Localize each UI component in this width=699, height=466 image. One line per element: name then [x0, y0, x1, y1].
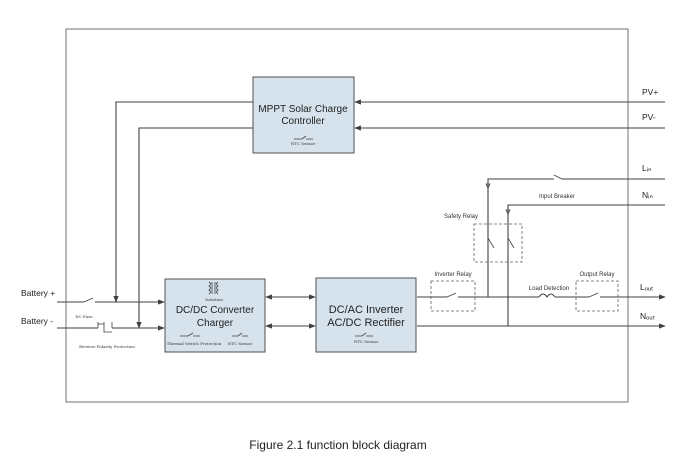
- pv-minus-label: PV-: [642, 112, 656, 122]
- dcdc-ntc-label: NTC Sensor: [228, 341, 253, 346]
- inverter-relay-label: Inverter Relay: [434, 272, 471, 278]
- mppt-label-line1: MPPT Solar Charge: [258, 104, 348, 115]
- input-breaker-arrow-n: [505, 209, 511, 215]
- inverter-relay-box: [430, 280, 476, 312]
- dc-fuse-switch: [83, 297, 94, 303]
- mppt-out-plus-line: [113, 101, 253, 303]
- output-relay-label: Output Relay: [579, 272, 614, 278]
- output-relay-switch: [588, 292, 599, 298]
- battery-plus-label: Battery +: [21, 288, 55, 298]
- dc-fuse-label: DC Fuse: [75, 314, 93, 319]
- n-in-line: [507, 204, 665, 326]
- figure-caption: Figure 2.1 function block diagram: [249, 438, 426, 452]
- isolation-label: Isolation: [205, 297, 223, 302]
- mppt-label-line2: Controller: [281, 116, 325, 127]
- safety-relay-label: Safety Relay: [444, 214, 478, 220]
- load-detection-coil: [538, 293, 556, 298]
- dcdc-label-line2: Charger: [197, 318, 234, 329]
- mppt-controller-block: [252, 76, 355, 154]
- reverse-polarity-switch: [97, 322, 113, 333]
- pv-plus-label: PV+: [642, 87, 658, 97]
- output-relay-box: [575, 280, 619, 312]
- inverter-relay-switch: [446, 292, 457, 298]
- input-breaker-arrow-l: [485, 183, 491, 189]
- mppt-ntc-label: NTC Sensor: [291, 141, 316, 146]
- enclosure-frame: [65, 28, 629, 403]
- battery-minus-label: Battery -: [21, 316, 53, 326]
- inverter-label-line1: DC/AC Inverter: [329, 304, 404, 316]
- dcdc-label-line1: DC/DC Converter: [176, 305, 255, 316]
- l-out-label: Lₒᵤₜ: [640, 282, 654, 292]
- inverter-label-line2: AC/DC Rectifier: [327, 317, 405, 329]
- safety-relay-switch-n: [507, 237, 515, 249]
- l-in-line-b: [487, 178, 554, 297]
- isolation-transformer-icon: [208, 281, 219, 295]
- safety-relay-box: [473, 223, 523, 263]
- dcdc-ntc-symbol: [232, 332, 248, 337]
- input-breaker-switch: [553, 174, 563, 180]
- input-breaker-label: Input Breaker: [539, 194, 575, 200]
- mppt-out-minus-line: [136, 127, 253, 329]
- thermal-switch-symbol: [180, 332, 200, 337]
- inverter-ntc-symbol: [355, 332, 373, 337]
- inverter-rectifier-block: [315, 277, 417, 353]
- reverse-polarity-label: Reverse Polarity Protection: [79, 344, 135, 349]
- mppt-ntc-symbol: [294, 135, 313, 140]
- n-in-label: Nᵢₙ: [642, 190, 653, 200]
- safety-relay-switch-l: [487, 237, 495, 249]
- thermal-switch-label: Thermal Switch Protection: [167, 341, 222, 346]
- inverter-ntc-label: NTC Sensor: [354, 339, 379, 344]
- n-out-label: Nₒᵤₜ: [640, 311, 656, 321]
- load-detection-label: Load Detection: [529, 286, 569, 292]
- l-in-label: Lᵢₙ: [642, 163, 652, 173]
